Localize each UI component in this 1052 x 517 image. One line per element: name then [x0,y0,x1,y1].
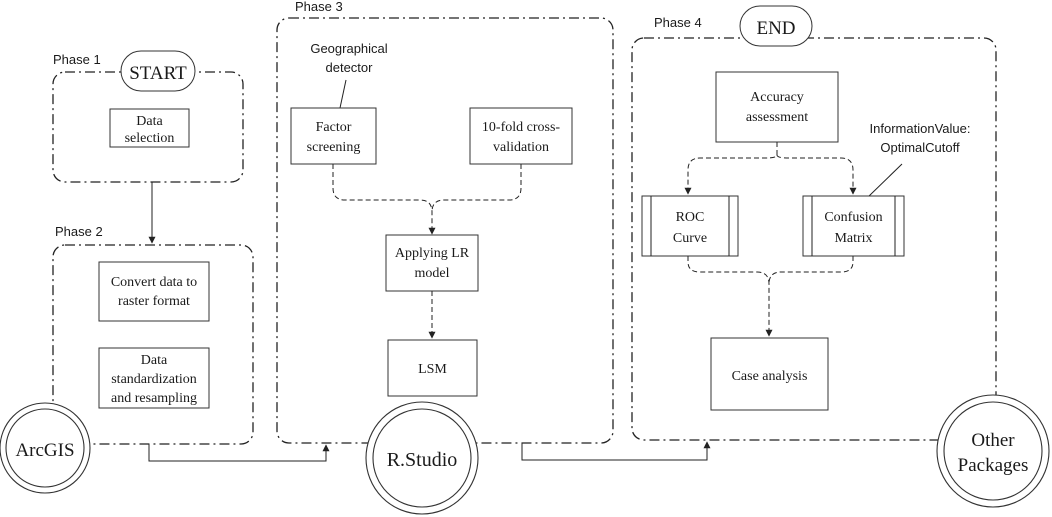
other-packages-line2: Packages [958,455,1029,476]
convert-raster-line2: raster format [118,294,190,309]
phase-2-label: Phase 2 [55,224,103,239]
factor-screening-line1: Factor [316,120,352,135]
rstudio-label: R.Studio [387,449,458,471]
convert-raster-box: Convert data to raster format [98,261,210,322]
arcgis-tool: ArcGIS [0,402,91,494]
other-packages-line1: Other [971,430,1015,451]
rstudio-to-other-arrow [521,441,711,461]
start-terminal: START [120,50,196,92]
geographical-detector-note: Geographical detector [310,41,388,109]
confusion-line1: Confusion [824,210,882,225]
applying-lr-line1: Applying LR [395,246,470,261]
phase-4-label: Phase 4 [654,15,702,30]
cross-validation-line2: validation [493,140,549,155]
arcgis-label: ArcGIS [15,440,74,461]
lsm-box: LSM [387,339,478,397]
cv-to-lr-connector [431,164,522,213]
phase-4-container [631,37,997,441]
case-analysis-box: Case analysis [710,337,829,411]
applying-lr-box: Applying LR model [385,234,479,292]
factor-screening-line2: screening [307,140,361,155]
start-label: START [129,63,187,84]
lsm-label: LSM [418,362,447,377]
confusion-to-case-connector [768,256,854,285]
standardization-box: Data standardization and resampling [98,347,210,409]
case-analysis-label: Case analysis [732,369,808,384]
info-value-line1: InformationValue: [870,121,971,136]
phase-1-label: Phase 1 [53,52,101,67]
rstudio-tool: R.Studio [365,401,479,515]
roc-line2: Curve [673,231,707,246]
standardization-line2: standardization [111,372,197,387]
confusion-matrix-box: Confusion Matrix [802,195,905,257]
accuracy-line1: Accuracy [750,90,804,105]
information-value-note: InformationValue: OptimalCutoff [867,121,971,198]
roc-to-case-connector [687,256,773,337]
end-label: END [756,18,795,39]
cross-validation-box: 10-fold cross- validation [469,107,573,165]
roc-curve-box: ROC Curve [641,195,739,257]
phase-2-container [52,244,254,445]
info-value-line2: OptimalCutoff [880,140,960,155]
accuracy-to-roc-connector [684,142,778,195]
end-terminal: END [739,5,813,47]
factor-screening-box: Factor screening [290,107,377,165]
factor-to-lr-connector [332,164,436,235]
standardization-line3: and resampling [111,391,197,406]
roc-line1: ROC [676,210,705,225]
accuracy-assessment-box: Accuracy assessment [715,71,839,143]
standardization-line1: Data [141,353,168,368]
accuracy-line2: assessment [746,110,808,125]
arcgis-to-rstudio-arrow [148,444,330,462]
confusion-line2: Matrix [834,231,872,246]
data-selection-line1: Data [136,114,163,129]
phase-3-label: Phase 3 [295,0,343,14]
other-packages-tool: Other Packages [936,394,1050,508]
applying-lr-line2: model [415,266,450,281]
convert-raster-line1: Convert data to [111,275,197,290]
geo-detector-line2: detector [326,60,374,75]
data-selection-line2: selection [125,131,175,146]
data-selection-box: Data selection [109,108,190,148]
cross-validation-line1: 10-fold cross- [482,120,560,135]
geo-detector-line1: Geographical [310,41,387,56]
accuracy-to-confusion-connector [776,154,857,195]
